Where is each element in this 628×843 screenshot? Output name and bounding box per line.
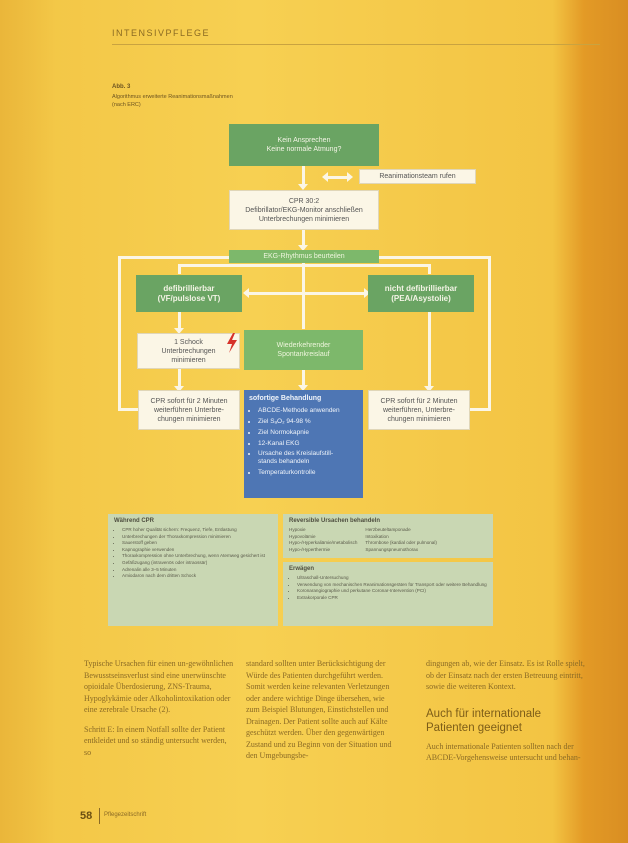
post-care-item: 12-Kanal EKG bbox=[258, 438, 340, 449]
cpr-left-box: CPR sofort für 2 Minuten weiterführen Un… bbox=[138, 390, 240, 430]
start-box: Kein Ansprechen Keine normale Atmung? bbox=[229, 124, 379, 166]
lightning-icon bbox=[227, 333, 237, 353]
cause-item: Spannungspneumothorax bbox=[365, 546, 419, 552]
cause-item: Hypo-/Hyperkaliämie/metabolisch bbox=[289, 540, 358, 546]
panel-item: Gefäßzugang (intravenös oder intraossär) bbox=[122, 560, 272, 567]
subheading: Auch für internationale Patienten geeign… bbox=[426, 707, 542, 734]
post-care-item: Ziel Normokapnie bbox=[258, 427, 340, 438]
panel-item: Unterbrechungen der Thoraxkompression mi… bbox=[122, 534, 272, 541]
post-care-item: Temperaturkontrolle bbox=[258, 467, 340, 478]
cause-item: Hypoxie bbox=[289, 527, 306, 532]
arrow-team bbox=[328, 176, 348, 179]
loop-line-left-top bbox=[118, 256, 229, 259]
arrowhead bbox=[243, 288, 249, 298]
reversible-causes-panel: Reversible Ursachen behandeln Hypoxie Hy… bbox=[283, 514, 493, 558]
arrowhead bbox=[174, 328, 184, 334]
shock-box: 1 Schock Unterbrechungen minimieren bbox=[137, 333, 240, 369]
during-cpr-panel: Während CPR CPR hoher Qualität sichern: … bbox=[108, 514, 278, 626]
paragraph: Auch internationale Patienten sollten na… bbox=[426, 741, 581, 763]
arrowhead bbox=[174, 386, 184, 392]
panel-item: Extrakorporale CPR bbox=[297, 595, 487, 602]
journal-name: Pflegezeitschrift bbox=[104, 812, 147, 818]
arrowhead bbox=[298, 184, 308, 190]
cause-item: Thrombose (kardial oder pulmonal) bbox=[365, 540, 437, 546]
loop-line-left-bottom bbox=[118, 408, 138, 411]
rhythm-box: EKG-Rhythmus beurteilen bbox=[229, 250, 379, 263]
paragraph: dingungen ab, wie der Einsatz. Es ist Ro… bbox=[426, 659, 585, 691]
cpr-box: CPR 30:2 Defibrillator/EKG-Monitor ansch… bbox=[229, 190, 379, 230]
branch-right bbox=[428, 264, 431, 274]
loop-line-right-bottom bbox=[468, 408, 491, 411]
panel-item: Amiodaron nach dem dritten Schock bbox=[122, 573, 272, 580]
panel-title: Reversible Ursachen behandeln bbox=[289, 518, 381, 524]
causes-col: Hypoxie Hypovolämie Hypo-/Hyperkaliämie/… bbox=[289, 527, 357, 553]
panel-item: Adrenalin alle 3–5 Minuten bbox=[122, 567, 272, 574]
arrowhead bbox=[364, 288, 370, 298]
post-care-box: sofortige Behandlung ABCDE-Methode anwen… bbox=[244, 390, 363, 498]
figure-number: Abb. 3 bbox=[112, 84, 131, 90]
panel-item: Koronarangiographie und perkutane Corona… bbox=[297, 588, 487, 595]
shockable-box: defibrillierbar (VF/pulslose VT) bbox=[136, 275, 242, 312]
arrowhead bbox=[424, 386, 434, 392]
panel-item: Thoraxkompression ohne Unterbrechung, we… bbox=[122, 553, 272, 560]
arrow-start-cpr bbox=[302, 166, 305, 186]
footer-divider bbox=[99, 808, 100, 824]
panel-item: Verwendung von mechanischen Reanimations… bbox=[297, 582, 487, 589]
arrow-shock bbox=[178, 312, 181, 330]
cause-item: Herzbeuteltamponade bbox=[365, 527, 411, 532]
panel-title: Erwägen bbox=[289, 566, 315, 572]
cross-line bbox=[248, 292, 366, 295]
paragraph: Typische Ursachen für einen un-gewöhnlic… bbox=[84, 659, 234, 714]
nonshockable-box: nicht defibrillierbar (PEA/Asystolie) bbox=[368, 275, 474, 312]
loop-line-right bbox=[488, 256, 491, 411]
header-rule bbox=[112, 44, 600, 45]
causes-grid: Hypoxie Hypovolämie Hypo-/Hyperkaliämie/… bbox=[289, 527, 487, 553]
post-care-title: sofortige Behandlung bbox=[249, 395, 322, 402]
text-column-2: standard sollten unter Berücksichtigung … bbox=[246, 658, 396, 770]
branch-center bbox=[302, 263, 305, 329]
arrow-left-cpr bbox=[178, 369, 181, 389]
cause-item: Intoxikation bbox=[365, 533, 389, 539]
arrow-right-cpr bbox=[428, 312, 431, 389]
panel-item: Ultraschall-Untersuchung bbox=[297, 575, 487, 582]
page-number: 58 bbox=[80, 810, 93, 822]
section-header: INTENSIVPFLEGE bbox=[112, 28, 211, 38]
arrowhead bbox=[298, 245, 308, 251]
post-care-list: ABCDE-Methode anwenden Ziel SₐO₂ 94-98 %… bbox=[249, 405, 340, 478]
loop-line-right-top bbox=[379, 256, 491, 259]
page-gutter-shadow bbox=[0, 0, 55, 843]
post-care-item: ABCDE-Methode anwenden bbox=[258, 405, 340, 416]
arrowhead bbox=[347, 172, 353, 182]
arrow-cpr-rhythm bbox=[302, 230, 305, 248]
caption-line: Algorithmus erweiterte Reanimationsmaßna… bbox=[112, 94, 233, 100]
consider-panel: Erwägen Ultraschall-Untersuchung Verwend… bbox=[283, 562, 493, 626]
post-care-item: Ursache des Kreislaufstill- stands behan… bbox=[258, 450, 340, 466]
panel-item: Sauerstoff geben bbox=[122, 540, 272, 547]
text-column-3: dingungen ab, wie der Einsatz. Es ist Ro… bbox=[426, 658, 586, 772]
text-column-1: Typische Ursachen für einen un-gewöhnlic… bbox=[84, 658, 234, 766]
paragraph: standard sollten unter Berücksichtigung … bbox=[246, 659, 392, 760]
post-care-item: Ziel SₐO₂ 94-98 % bbox=[258, 416, 340, 427]
cause-item: Hypo-/Hyperthermie bbox=[289, 546, 331, 552]
caption-line: (nach ERC) bbox=[112, 102, 141, 108]
cpr-right-box: CPR sofort für 2 Minuten weiterführen, U… bbox=[368, 390, 470, 430]
cause-item: Hypovolämie bbox=[289, 533, 316, 539]
arrowhead bbox=[298, 385, 308, 391]
rosc-box: Wiederkehrender Spontankreislauf bbox=[244, 330, 363, 370]
during-cpr-list: CPR hoher Qualität sichern: Frequenz, Ti… bbox=[114, 527, 272, 580]
team-box: Reanimationsteam rufen bbox=[359, 169, 476, 184]
panel-title: Während CPR bbox=[114, 518, 155, 524]
branch-left bbox=[178, 264, 181, 274]
loop-line-left bbox=[118, 256, 121, 411]
causes-col: Herzbeuteltamponade Intoxikation Thrombo… bbox=[365, 527, 437, 553]
figure-caption: Algorithmus erweiterte Reanimationsmaßna… bbox=[112, 93, 233, 109]
panel-item: CPR hoher Qualität sichern: Frequenz, Ti… bbox=[122, 527, 272, 534]
arrow-post bbox=[302, 370, 305, 388]
panel-item: Kapnographie verwenden bbox=[122, 547, 272, 554]
consider-list: Ultraschall-Untersuchung Verwendung von … bbox=[289, 575, 487, 601]
paragraph: Schritt E: In einem Notfall sollte der P… bbox=[84, 724, 227, 757]
arrowhead bbox=[322, 172, 328, 182]
